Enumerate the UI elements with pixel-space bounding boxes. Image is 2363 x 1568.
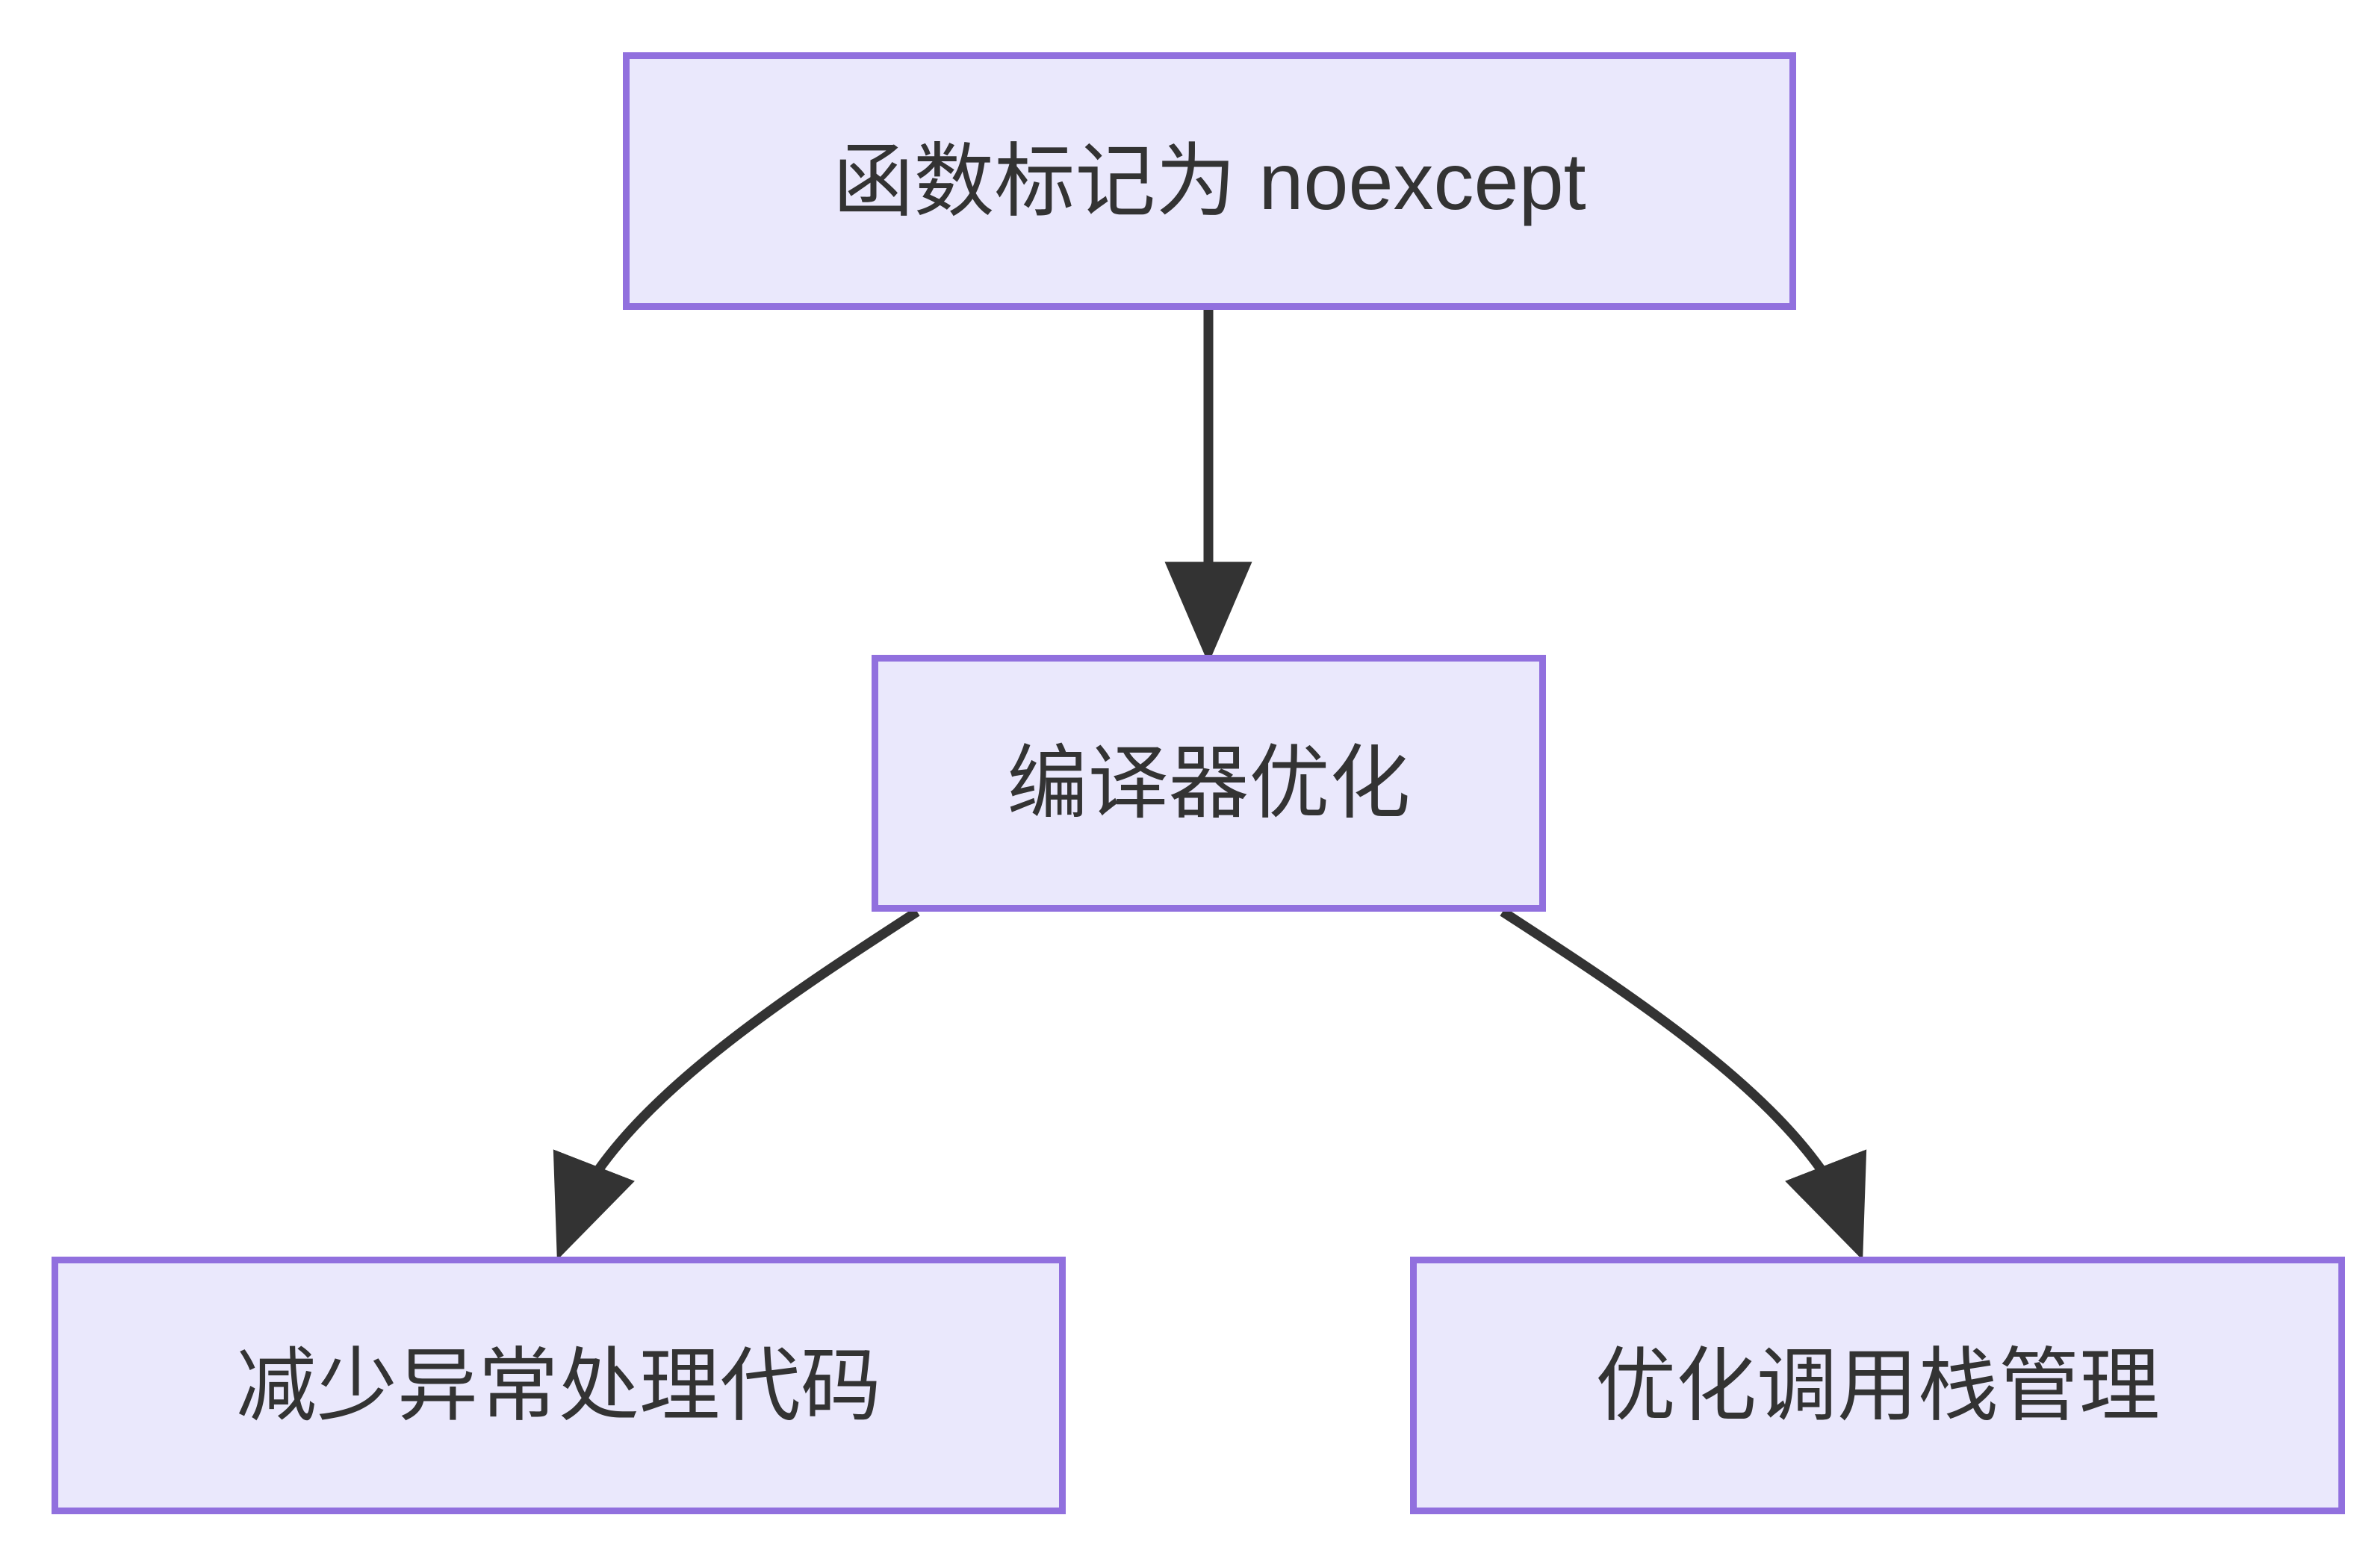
node-compiler-optimization[interactable]: 编译器优化 [872,655,1546,912]
edge-opt-to-right [1500,907,1867,1260]
node-label: 函数标记为 noexcept [833,135,1586,226]
edge-opt-to-left [553,907,920,1260]
node-label: 减少异常处理代码 [235,1340,881,1431]
node-reduce-exception-handling-code[interactable]: 减少异常处理代码 [52,1257,1066,1514]
node-label: 编译器优化 [1007,738,1411,829]
node-label: 优化调用栈管理 [1595,1340,2160,1431]
node-optimize-call-stack-management[interactable]: 优化调用栈管理 [1410,1257,2345,1514]
node-function-marked-noexcept[interactable]: 函数标记为 noexcept [623,52,1796,310]
